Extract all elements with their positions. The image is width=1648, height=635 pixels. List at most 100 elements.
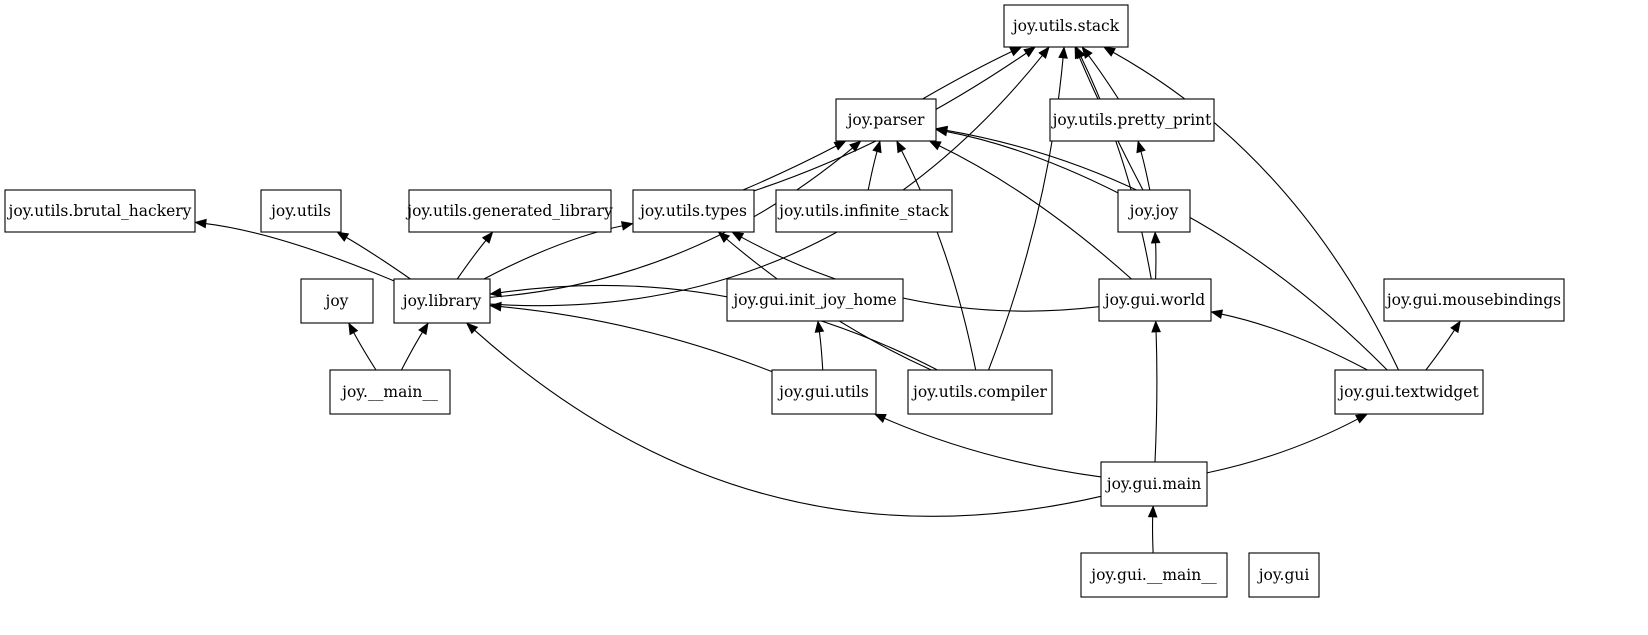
node-box[interactable] bbox=[1003, 4, 1129, 48]
node-label: joy.library bbox=[401, 292, 482, 310]
dependency-edge bbox=[742, 144, 838, 191]
arrow-head-icon bbox=[1075, 46, 1086, 60]
module-node-joy-utils-compiler[interactable]: joy.utils.compiler bbox=[907, 369, 1053, 415]
node-label: joy.utils.compiler bbox=[911, 383, 1047, 401]
dependency-edge bbox=[900, 149, 977, 371]
dependency-edge bbox=[400, 330, 424, 371]
module-node-joy-gui-__main__[interactable]: joy.gui.__main__ bbox=[1080, 552, 1228, 598]
node-label: joy.joy bbox=[1128, 202, 1179, 220]
node-label: joy.utils.infinite_stack bbox=[777, 202, 949, 220]
module-node-joy-gui-utils[interactable]: joy.gui.utils bbox=[771, 369, 877, 415]
module-node-joy-__main__[interactable]: joy.__main__ bbox=[329, 369, 451, 415]
arrow-head-icon bbox=[1150, 231, 1161, 244]
arrow-head-icon bbox=[1058, 46, 1068, 59]
module-node-joy-library[interactable]: joy.library bbox=[393, 278, 491, 324]
module-node-joy-utils-pretty_print[interactable]: joy.utils.pretty_print bbox=[1049, 98, 1215, 142]
node-label: joy.utils.types bbox=[638, 202, 747, 220]
arrow-head-icon bbox=[731, 231, 745, 242]
arrow-head-icon bbox=[1023, 46, 1036, 58]
node-label: joy bbox=[324, 292, 349, 310]
dependency-edge bbox=[882, 417, 1102, 478]
dependency-edge bbox=[204, 222, 395, 282]
module-node-joy-utils-brutal_hackery[interactable]: joy.utils.brutal_hackery bbox=[4, 189, 196, 233]
arrow-head-icon bbox=[1151, 320, 1161, 333]
dependency-edge bbox=[1151, 515, 1154, 554]
dependency-edge bbox=[499, 284, 938, 371]
dependency-edge bbox=[818, 330, 824, 371]
node-label: joy.gui.world bbox=[1103, 291, 1206, 309]
module-node-joy-utils-stack[interactable]: joy.utils.stack bbox=[1003, 4, 1129, 48]
node-box[interactable] bbox=[771, 369, 877, 415]
module-node-joy-gui-textwidget[interactable]: joy.gui.textwidget bbox=[1334, 369, 1484, 415]
node-box[interactable] bbox=[775, 189, 953, 233]
node-label: joy.gui.main bbox=[1105, 475, 1201, 493]
arrow-head-icon bbox=[833, 140, 847, 151]
node-box[interactable] bbox=[726, 278, 904, 322]
arrow-head-icon bbox=[1038, 46, 1050, 59]
dependency-edge bbox=[867, 149, 878, 191]
dependency-edge bbox=[1425, 328, 1456, 371]
node-box[interactable] bbox=[1248, 552, 1320, 598]
node-box[interactable] bbox=[1098, 278, 1212, 322]
arrow-head-icon bbox=[928, 140, 942, 151]
node-label: joy.utils.stack bbox=[1011, 17, 1120, 35]
arrow-head-icon bbox=[849, 140, 862, 152]
arrow-head-icon bbox=[336, 231, 350, 242]
node-box[interactable] bbox=[260, 189, 342, 233]
arrow-head-icon bbox=[1136, 140, 1146, 154]
arrow-head-icon bbox=[717, 231, 731, 243]
node-label: joy.gui.mousebindings bbox=[1385, 291, 1561, 309]
node-box[interactable] bbox=[1049, 98, 1215, 142]
node-box[interactable] bbox=[408, 189, 612, 233]
node-box[interactable] bbox=[632, 189, 755, 233]
arrow-head-icon bbox=[348, 322, 359, 336]
module-node-joy-utils-types[interactable]: joy.utils.types bbox=[632, 189, 755, 233]
arrow-head-icon bbox=[872, 140, 882, 154]
node-label: joy.gui.textwidget bbox=[1337, 383, 1479, 401]
node-label: joy.utils.pretty_print bbox=[1051, 111, 1213, 129]
module-node-joy[interactable]: joy bbox=[300, 278, 374, 324]
node-box[interactable] bbox=[1383, 278, 1565, 322]
module-node-joy-parser[interactable]: joy.parser bbox=[835, 98, 937, 142]
module-node-joy-gui-mousebindings[interactable]: joy.gui.mousebindings bbox=[1383, 278, 1565, 322]
node-label: joy.parser bbox=[846, 111, 925, 129]
dependency-edge bbox=[1206, 417, 1360, 474]
node-box[interactable] bbox=[4, 189, 196, 233]
dependency-edge bbox=[739, 236, 1100, 312]
node-box[interactable] bbox=[1100, 461, 1208, 507]
node-label: joy.gui.init_joy_home bbox=[731, 291, 896, 309]
dependency-edge bbox=[945, 129, 1388, 371]
node-label: joy.utils bbox=[269, 202, 331, 220]
node-box[interactable] bbox=[1080, 552, 1228, 598]
node-label: joy.__main__ bbox=[340, 383, 438, 401]
module-node-joy-gui-main[interactable]: joy.gui.main bbox=[1100, 461, 1208, 507]
arrow-head-icon bbox=[814, 320, 825, 333]
dependency-edge bbox=[1111, 51, 1400, 371]
dependency-edge bbox=[945, 130, 1119, 194]
dependency-edge bbox=[1220, 313, 1368, 371]
dependency-edge bbox=[489, 146, 854, 298]
module-node-joy-utils-generated_library[interactable]: joy.utils.generated_library bbox=[405, 189, 613, 233]
module-node-joy-gui-init_joy_home[interactable]: joy.gui.init_joy_home bbox=[726, 278, 904, 322]
module-node-joy-utils[interactable]: joy.utils bbox=[260, 189, 342, 233]
node-box[interactable] bbox=[300, 278, 374, 324]
node-box[interactable] bbox=[1117, 189, 1191, 233]
arrow-head-icon bbox=[620, 221, 634, 231]
module-node-joy-gui-world[interactable]: joy.gui.world bbox=[1098, 278, 1212, 322]
dependency-edge bbox=[1154, 330, 1158, 463]
node-label: joy.gui.__main__ bbox=[1089, 566, 1217, 584]
node-box[interactable] bbox=[907, 369, 1053, 415]
node-box[interactable] bbox=[393, 278, 491, 324]
arrow-head-icon bbox=[1009, 46, 1023, 57]
module-node-joy-gui[interactable]: joy.gui bbox=[1248, 552, 1320, 598]
node-box[interactable] bbox=[329, 369, 451, 415]
arrow-head-icon bbox=[481, 231, 494, 244]
node-box[interactable] bbox=[1334, 369, 1484, 415]
module-node-joy-utils-infinite_stack[interactable]: joy.utils.infinite_stack bbox=[775, 189, 953, 233]
module-node-joy-joy[interactable]: joy.joy bbox=[1117, 189, 1191, 233]
arrow-head-icon bbox=[1355, 413, 1369, 424]
node-box[interactable] bbox=[835, 98, 937, 142]
arrow-head-icon bbox=[1081, 46, 1093, 59]
